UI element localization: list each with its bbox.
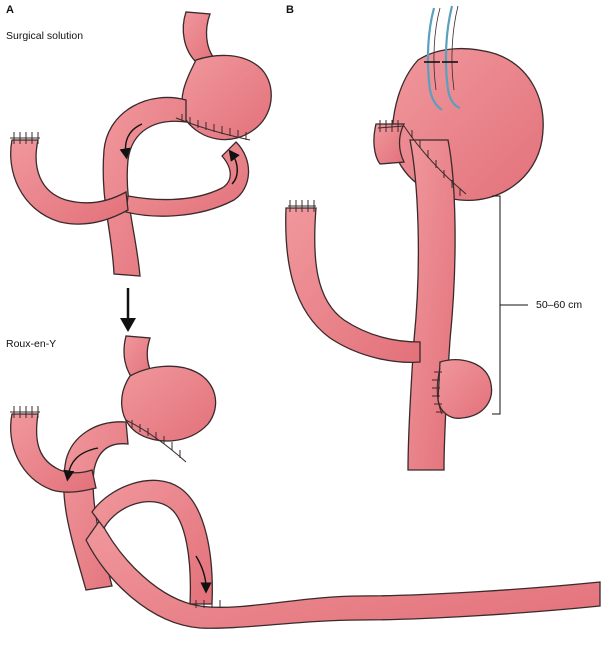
panel-a-top-diagram (10, 11, 272, 277)
afferent-limb-b (285, 207, 421, 364)
esophagus-a1 (182, 11, 216, 63)
flow-arrows-a2 (63, 447, 212, 594)
measurement-bracket-b (492, 195, 528, 415)
panel-b-diagram (285, 47, 544, 471)
stomach-a2 (120, 365, 217, 442)
panel-a-bottom-diagram (10, 335, 601, 629)
anastomosis-b (437, 359, 493, 419)
staple-lines-b (288, 120, 467, 415)
stomach-a1 (181, 54, 272, 141)
pouch-b (373, 123, 406, 165)
transition-arrow (120, 288, 136, 332)
blind-limb-a1 (10, 139, 129, 225)
panel-b-label: B (286, 4, 294, 16)
staple-lines-a1 (10, 114, 251, 144)
vessels-b (424, 5, 461, 111)
staple-lines-a2 (10, 406, 221, 608)
caption-surgical-solution: Surgical solution (6, 30, 84, 42)
flow-arrows-a1 (119, 123, 240, 185)
afferent-limb-a2 (63, 421, 129, 591)
efferent-limb-b (407, 139, 456, 471)
intestine-curve-a1 (125, 141, 250, 217)
panel-a-label: A (6, 4, 14, 16)
intestine-loop-a1 (102, 96, 187, 277)
roux-limb-a2 (85, 518, 601, 629)
caption-roux-en-y: Roux-en-Y (6, 338, 57, 350)
blind-limb-a2 (10, 413, 97, 493)
measurement-label: 50–60 cm (536, 299, 583, 311)
